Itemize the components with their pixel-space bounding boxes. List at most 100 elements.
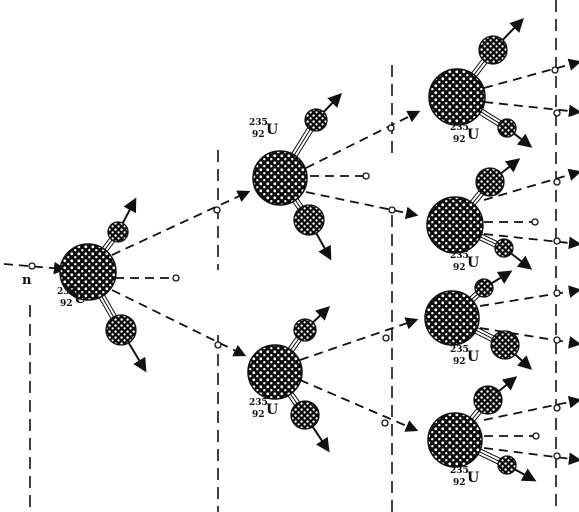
neutron-path — [483, 395, 579, 421]
fragment-link — [477, 238, 496, 248]
fragment-link — [100, 294, 115, 319]
fragment-link — [474, 328, 494, 340]
element-symbol: U — [74, 291, 86, 307]
neutron-marker — [382, 334, 390, 342]
fragment-link — [474, 61, 488, 79]
fragment-links — [97, 58, 503, 465]
neutron-path — [483, 168, 579, 201]
neutron-marker — [553, 289, 561, 297]
fragment-arrow — [322, 92, 342, 113]
neutron-path — [111, 190, 251, 256]
fragment-link — [295, 129, 314, 159]
fragment-link — [476, 453, 499, 465]
fragment-link — [97, 295, 112, 320]
neutron-marker — [28, 262, 36, 270]
neutron-path — [305, 110, 421, 169]
fragment-arrow — [502, 17, 524, 41]
fragment-link — [291, 339, 303, 354]
fragment-arrow — [514, 468, 537, 482]
fragment-link — [478, 235, 497, 246]
fission-fragment — [293, 318, 317, 342]
uranium-nuclei — [59, 68, 486, 468]
mass-number: 235 — [249, 118, 268, 128]
uranium-nucleus — [424, 290, 480, 346]
fission-fragment — [290, 400, 320, 430]
fission-fragment — [490, 330, 520, 360]
fragment-link — [292, 128, 312, 158]
neutron-marker — [553, 404, 561, 412]
fission-fragment — [475, 167, 505, 197]
mass-number: 235 — [450, 251, 469, 261]
neutron-path — [479, 285, 579, 307]
fission-fragment — [105, 314, 137, 346]
fission-fragment — [304, 108, 328, 132]
neutron-path — [483, 58, 579, 89]
element-symbol: U — [467, 255, 479, 271]
element-symbol: U — [467, 127, 479, 143]
fragment-link — [472, 331, 493, 343]
neutron-marker — [551, 66, 559, 74]
neutron-marker — [531, 218, 539, 226]
neutron-marker — [553, 178, 561, 186]
element-symbol: U — [467, 470, 479, 486]
fragment-arrow — [311, 426, 330, 453]
fragment-arrow — [513, 132, 533, 148]
fragment-link — [289, 337, 300, 352]
mass-number: 235 — [450, 123, 469, 133]
fission-fragments — [105, 17, 537, 482]
fission-fragment — [473, 385, 503, 415]
neutron-path — [111, 289, 247, 357]
fragment-link — [480, 107, 503, 122]
neutron-marker — [553, 109, 561, 117]
fragment-arrow — [510, 252, 533, 270]
fragment-link — [477, 112, 499, 127]
neutron-path — [483, 447, 579, 465]
atomic-number: 92 — [252, 410, 265, 420]
fragment-link — [475, 326, 496, 337]
mass-number: 235 — [57, 287, 76, 297]
mass-number: 235 — [450, 345, 469, 355]
fragment-arrow — [491, 270, 513, 285]
fission-fragment — [107, 221, 129, 243]
fission-fragment — [478, 35, 508, 65]
neutron-marker — [387, 124, 395, 132]
uranium-nucleus — [247, 344, 303, 400]
fragment-arrow — [312, 306, 331, 324]
neutron-marker — [553, 452, 561, 460]
neutron-marker — [553, 237, 561, 245]
neutron-marker — [213, 206, 221, 214]
fragment-link — [479, 232, 499, 243]
fragment-link — [478, 110, 501, 125]
uranium-nucleus — [426, 196, 484, 254]
neutron-marker — [381, 419, 389, 427]
fragment-link — [290, 126, 309, 156]
atomic-number: 92 — [453, 357, 466, 367]
fragment-link — [286, 336, 298, 351]
fission-fragment — [474, 278, 494, 298]
fragment-link — [473, 193, 485, 208]
atomic-number: 92 — [453, 263, 466, 273]
atomic-number: 92 — [60, 299, 73, 309]
uranium-nucleus — [428, 68, 486, 126]
neutron-marker — [362, 172, 370, 180]
fragment-arrow — [121, 197, 137, 224]
neutron-marker — [388, 206, 396, 214]
fission-fragment — [494, 238, 514, 258]
mass-number: 235 — [450, 466, 469, 476]
mass-number: 235 — [249, 398, 268, 408]
neutron-marker — [532, 432, 540, 440]
fission-fragment — [293, 204, 325, 236]
uranium-nucleus — [427, 412, 483, 468]
fission-fragment — [497, 118, 517, 138]
uranium-nucleus — [252, 150, 308, 206]
fragment-arrow — [500, 158, 521, 175]
fragment-link — [468, 189, 480, 204]
